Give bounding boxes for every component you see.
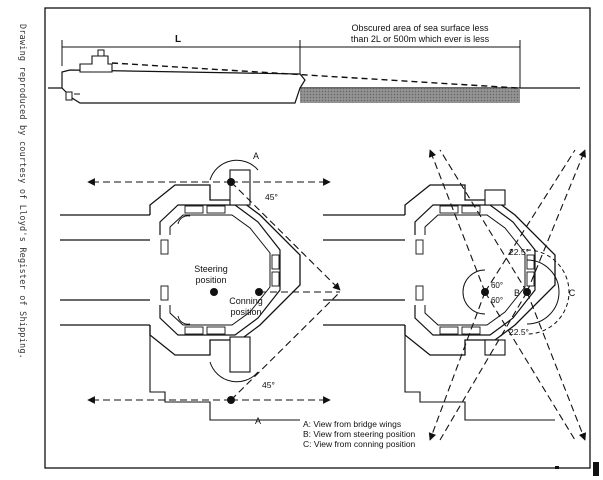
- angle-60-lower: 60°: [491, 296, 503, 305]
- ship-profile: L Obscured area of sea surface less than…: [48, 23, 580, 104]
- angle-45-bottom: 45°: [262, 380, 275, 390]
- label-a-top: A: [253, 151, 259, 161]
- steering-label-line2: position: [195, 275, 226, 285]
- funnel-shape: [97, 49, 105, 57]
- credit-text: Drawing reproduced by courtesy of Lloyd'…: [17, 24, 27, 359]
- superstructure-shape: [79, 55, 113, 73]
- legend-b: B: View from steering position: [303, 429, 416, 439]
- figure-border: [44, 7, 591, 469]
- right-bridge-outline: [404, 184, 556, 356]
- angle-22-5-upper: 22.5°: [509, 247, 529, 257]
- corner-mark: [593, 462, 599, 476]
- label-a-bottom: A: [255, 416, 261, 426]
- obscured-area-shading: [300, 88, 520, 103]
- label-c: C: [569, 288, 576, 298]
- obscured-note-line1: Obscured area of sea surface less: [351, 23, 489, 33]
- legend-a: A: View from bridge wings: [303, 419, 401, 429]
- small-mark: [555, 466, 559, 469]
- legend-c: C: View from conning position: [303, 439, 416, 449]
- left-bridge-outline: [149, 184, 301, 356]
- right-bridge-plan: B C 22.5° 22.5° 60° 60°: [323, 149, 587, 441]
- legend: A: View from bridge wings B: View from s…: [303, 419, 416, 449]
- left-bridge-plan: A A 45° 45° Steering position Conning po…: [60, 151, 341, 426]
- line-of-sight: [111, 62, 519, 89]
- angle-22-5-lower: 22.5°: [509, 327, 529, 337]
- conning-label-line2: position: [230, 307, 261, 317]
- rudder-shape: [65, 91, 80, 101]
- length-label: L: [175, 34, 181, 45]
- hull-shape: [61, 69, 306, 104]
- angle-60-upper: 60°: [491, 281, 503, 290]
- steering-label-line1: Steering: [194, 264, 228, 274]
- angle-45-top: 45°: [265, 192, 278, 202]
- label-b: B: [514, 288, 520, 298]
- conning-label-line1: Conning: [229, 296, 263, 306]
- obscured-note-line2: than 2L or 500m which ever is less: [351, 34, 490, 44]
- steering-point: [210, 288, 218, 296]
